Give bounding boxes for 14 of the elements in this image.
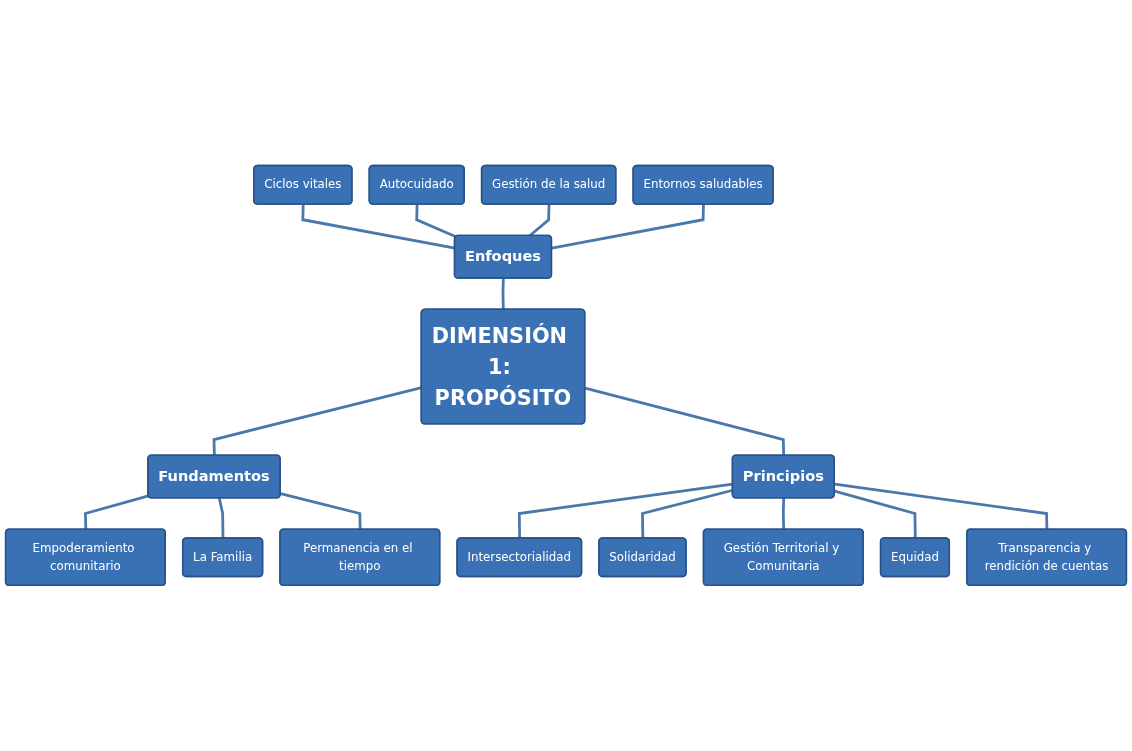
connector	[301, 204, 456, 250]
connector	[517, 482, 733, 539]
connector	[781, 498, 786, 530]
connector	[218, 497, 225, 539]
connector	[212, 386, 422, 456]
connector	[84, 494, 149, 530]
connector	[584, 386, 786, 456]
connector	[415, 204, 457, 238]
connector	[834, 489, 917, 539]
connector	[834, 482, 1049, 530]
connector	[501, 278, 505, 310]
connector	[280, 492, 362, 530]
connector	[528, 204, 551, 237]
connector	[551, 204, 705, 250]
